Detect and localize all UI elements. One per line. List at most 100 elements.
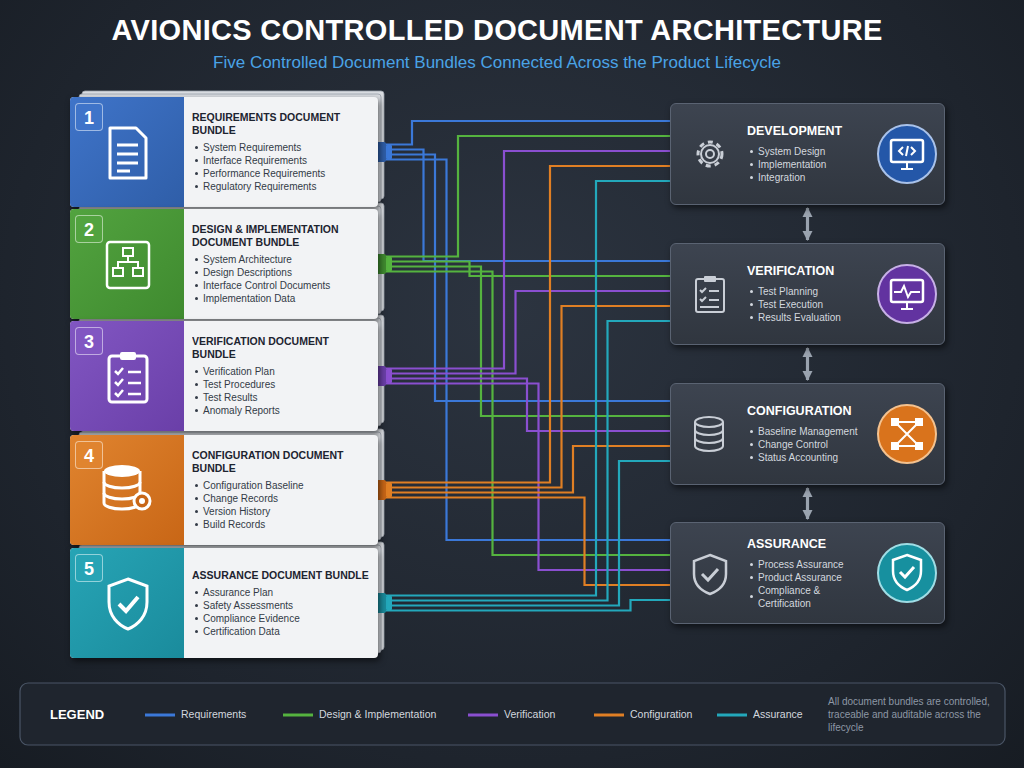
item-text: Build Records: [203, 518, 265, 531]
list-item: Verification Plan: [192, 365, 372, 378]
bullet-dot: [195, 146, 198, 149]
item-text: Status Accounting: [758, 451, 838, 464]
legend-text: Design & Implementation: [319, 708, 436, 720]
bundle-text: VERIFICATION DOCUMENT BUNDLE Verification…: [192, 321, 372, 431]
legend-line-sample: [145, 714, 175, 717]
bullet-dot: [750, 576, 753, 579]
item-text: Compliance & Certification: [758, 584, 872, 610]
list-item: Test Execution: [747, 298, 872, 311]
callout-number: 3: [75, 327, 103, 355]
list-item: Compliance & Certification: [747, 584, 872, 610]
bullet-dot: [750, 150, 753, 153]
bullet-dot: [195, 297, 198, 300]
legend-text: Verification: [504, 708, 555, 720]
shield-outline-icon: [689, 552, 731, 596]
wire-connector: [378, 181, 670, 596]
list-item: System Design: [747, 145, 872, 158]
list-item: Test Results: [192, 391, 372, 404]
bullet-dot: [195, 617, 198, 620]
list-item: Baseline Management: [747, 425, 872, 438]
bundle-heading: DESIGN & IMPLEMENTATION DOCUMENT BUNDLE: [192, 223, 372, 249]
list-item: Version History: [192, 505, 372, 518]
list-item: Regulatory Requirements: [192, 180, 372, 193]
bullet-dot: [750, 316, 753, 319]
callout-number: 1: [75, 103, 103, 131]
wire-connector: [378, 267, 670, 417]
wire-connector: [378, 291, 670, 374]
legend-line-sample: [468, 714, 498, 717]
item-text: Product Assurance: [758, 571, 842, 584]
bullet-dot: [195, 497, 198, 500]
bullet-dot: [195, 271, 198, 274]
bundle-heading: REQUIREMENTS DOCUMENT BUNDLE: [192, 111, 372, 137]
database-icon: [100, 463, 156, 515]
item-text: Design Descriptions: [203, 266, 292, 279]
bullet-dot: [195, 370, 198, 373]
item-text: Test Procedures: [203, 378, 275, 391]
bundle-text: REQUIREMENTS DOCUMENT BUNDLE System Requi…: [192, 97, 372, 207]
list-item: Design Descriptions: [192, 266, 372, 279]
item-text: Configuration Baseline: [203, 479, 304, 492]
wire-connector: [378, 166, 670, 483]
phase-heading: VERIFICATION: [747, 264, 872, 279]
pulse-monitor-icon: [876, 263, 938, 325]
bullet-dot: [750, 563, 753, 566]
bullet-dot: [195, 284, 198, 287]
shield-icon: [104, 576, 152, 632]
phase-heading: CONFIGURATION: [747, 404, 872, 419]
phase-text: CONFIGURATIONBaseline ManagementChange C…: [747, 384, 872, 484]
item-text: System Requirements: [203, 141, 301, 154]
callout-number: 5: [75, 554, 103, 582]
item-text: Change Records: [203, 492, 278, 505]
bundle-heading: VERIFICATION DOCUMENT BUNDLE: [192, 335, 372, 361]
bullet-dot: [195, 510, 198, 513]
bullet-dot: [750, 456, 753, 459]
bullet-dot: [750, 176, 753, 179]
bullet-dot: [195, 591, 198, 594]
bullet-dot: [195, 396, 198, 399]
wire-connector: [378, 151, 670, 369]
bundle-heading: ASSURANCE DOCUMENT BUNDLE: [192, 569, 372, 582]
item-text: Certification Data: [203, 625, 280, 638]
bullet-dot: [750, 443, 753, 446]
document-bundle: 3 VERIFICATION DOCUMENT BUNDLE Verificatio…: [70, 321, 378, 431]
list-item: Product Assurance: [747, 571, 872, 584]
item-text: Verification Plan: [203, 365, 275, 378]
item-text: Implementation: [758, 158, 826, 171]
plug-tip: [386, 257, 392, 271]
wire-connector: [378, 461, 670, 606]
wire-connector: [378, 446, 670, 493]
double-arrow: [806, 208, 809, 240]
bundle-text: DESIGN & IMPLEMENTATION DOCUMENT BUNDLES…: [192, 209, 372, 319]
bullet-dot: [195, 523, 198, 526]
item-text: Test Execution: [758, 298, 823, 311]
item-text: Test Planning: [758, 285, 818, 298]
item-text: Test Results: [203, 391, 257, 404]
item-text: Implementation Data: [203, 292, 295, 305]
list-item: Results Evaluation: [747, 311, 872, 324]
list-item: Build Records: [192, 518, 372, 531]
wire-connector: [378, 384, 670, 571]
plug-tip: [386, 596, 392, 610]
item-text: Regulatory Requirements: [203, 180, 316, 193]
item-text: Version History: [203, 505, 270, 518]
server-icon: [689, 413, 731, 455]
legend-line-sample: [283, 714, 313, 717]
lifecycle-phase-box: DEVELOPMENTSystem DesignImplementationIn…: [670, 103, 945, 205]
bullet-dot: [750, 430, 753, 433]
legend-text: Configuration: [630, 708, 692, 720]
phase-text: DEVELOPMENTSystem DesignImplementationIn…: [747, 104, 872, 204]
list-item: Implementation Data: [192, 292, 372, 305]
wire-connector: [378, 155, 670, 402]
list-item: Implementation: [747, 158, 872, 171]
list-item: Anomaly Reports: [192, 404, 372, 417]
bullet-dot: [195, 484, 198, 487]
phase-heading: DEVELOPMENT: [747, 124, 872, 139]
phase-text: ASSURANCEProcess AssuranceProduct Assura…: [747, 523, 872, 623]
item-text: Results Evaluation: [758, 311, 841, 324]
document-bundle: 2DESIGN & IMPLEMENTATION DOCUMENT BUNDLE…: [70, 209, 378, 319]
bullet-dot: [195, 159, 198, 162]
gear-icon: [689, 133, 731, 175]
list-item: Compliance Evidence: [192, 612, 372, 625]
bullet-dot: [195, 409, 198, 412]
